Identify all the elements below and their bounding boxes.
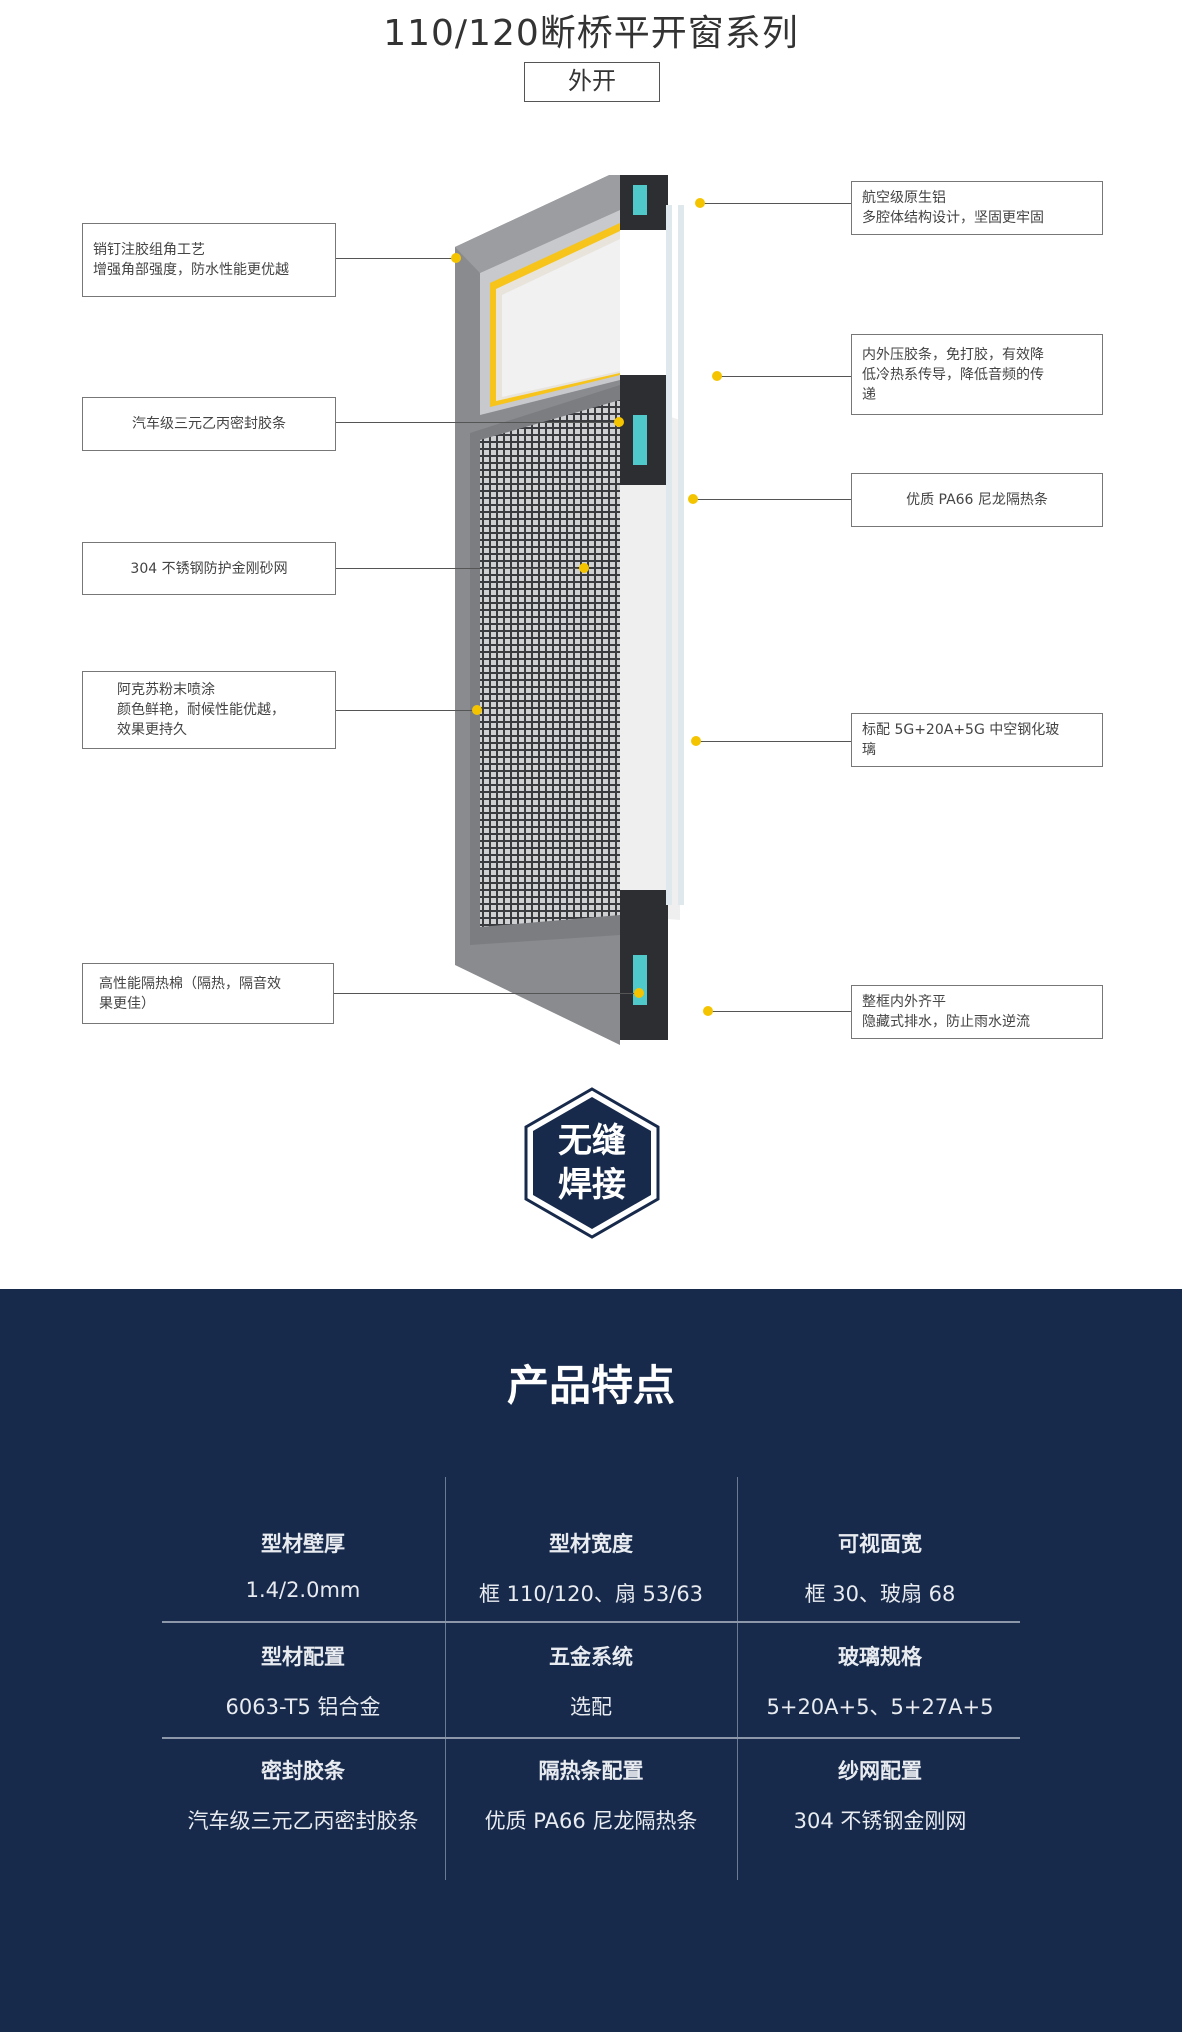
leader-line [336,422,619,424]
feature-value: 优质 PA66 尼龙隔热条 [484,1809,698,1833]
table-divider [445,1477,446,1880]
opening-type-label: 外开 [524,62,660,102]
marker-dot [579,563,589,573]
callout-text: 低冷热系传导，降低音频的传 [862,366,1044,383]
callout-insulation-cotton: 高性能隔热棉（隔热，隔音效果更佳） [82,963,334,1024]
feature-cell: 玻璃规格 5+20A+5、5+27A+5 [735,1641,1025,1721]
callout-text: 汽车级三元乙丙密封胶条 [132,416,286,432]
callout-text: 多腔体结构设计，坚固更牢固 [862,210,1044,226]
badge-text: 焊接 [558,1165,626,1205]
callout-epdm-seal: 汽车级三元乙丙密封胶条 [82,397,336,451]
feature-cell: 型材宽度框 110/120、扇 53/63 [446,1528,736,1608]
features-section [0,1289,1182,2032]
window-cross-section-illustration [455,175,684,1045]
leader-line [336,568,584,570]
callout-text: 果更佳） [99,995,155,1012]
marker-dot [614,417,624,427]
callout-text: 内外压胶条，免打胶，有效降 [862,346,1044,363]
table-divider [162,1621,1020,1623]
feature-label: 可视面宽 [838,1532,922,1556]
badge-text: 无缝 [558,1121,626,1161]
feature-cell: 纱网配置 304 不锈钢金刚网 [735,1755,1025,1835]
callout-text: 销钉注胶组角工艺 [93,242,205,258]
table-divider [162,1737,1020,1739]
callout-pressure-seal: 内外压胶条，免打胶，有效降低冷热系传导，降低音频的传递 [851,334,1103,415]
leader-line [696,741,851,743]
feature-label: 型材宽度 [549,1532,633,1556]
leader-line [334,993,639,995]
feature-label: 玻璃规格 [838,1645,922,1669]
callout-pa66-strip: 优质 PA66 尼龙隔热条 [851,473,1103,527]
marker-dot [712,371,722,381]
marker-dot [703,1006,713,1016]
callout-text: 整框内外齐平 [862,994,946,1010]
page-title: 110/120断桥平开窗系列 [383,13,799,54]
callout-text: 隐藏式排水，防止雨水逆流 [862,1014,1030,1030]
marker-dot [695,198,705,208]
callout-text: 阿克苏粉末喷涂 [117,682,215,698]
marker-dot [634,988,644,998]
callout-text: 璃 [862,742,876,758]
callout-glass: 标配 5G+20A+5G 中空钢化玻璃 [851,713,1103,767]
callout-steel-mesh: 304 不锈钢防护金刚砂网 [82,542,336,595]
leader-line [700,203,851,205]
callout-text: 递 [862,386,876,403]
leader-line [336,258,456,260]
seamless-welding-badge: 无缝焊接 [516,1087,668,1239]
marker-dot [472,705,482,715]
callout-text: 颜色鲜艳，耐候性能优越， [117,702,285,718]
feature-cell: 五金系统选配 [446,1641,736,1721]
callout-text: 304 不锈钢防护金刚砂网 [130,560,288,577]
callout-text: 效果更持久 [117,722,187,738]
callout-text: 标配 5G+20A+5G 中空钢化玻 [862,722,1060,738]
callout-corner-joint: 销钉注胶组角工艺增强角部强度，防水性能更优越 [82,223,336,297]
hexagon-icon [524,1087,660,1239]
marker-dot [688,494,698,504]
feature-cell: 型材壁厚 1.4/2.0mm [158,1528,448,1602]
callout-text: 高性能隔热棉（隔热，隔音效 [99,975,281,992]
feature-value: 框 110/120、扇 53/63 [478,1582,704,1606]
feature-label: 纱网配置 [838,1759,922,1783]
feature-value: 5+20A+5、5+27A+5 [766,1695,994,1719]
feature-value: 汽车级三元乙丙密封胶条 [187,1809,419,1833]
callout-text: 优质 PA66 尼龙隔热条 [906,492,1048,508]
feature-cell: 型材配置 6063-T5 铝合金 [158,1641,448,1721]
feature-label: 型材配置 [261,1645,345,1669]
leader-line [708,1011,851,1013]
callout-aluminum: 航空级原生铝多腔体结构设计，坚固更牢固 [851,181,1103,235]
feature-label: 密封胶条 [261,1759,345,1783]
feature-label: 五金系统 [549,1645,633,1669]
marker-dot [451,253,461,263]
feature-cell: 密封胶条汽车级三元乙丙密封胶条 [158,1755,448,1835]
feature-label: 隔热条配置 [538,1759,644,1783]
callout-text: 增强角部强度，防水性能更优越 [93,262,289,278]
feature-value: 选配 [570,1695,612,1719]
callout-text: 航空级原生铝 [862,190,946,206]
leader-line [717,376,851,378]
feature-cell: 隔热条配置优质 PA66 尼龙隔热条 [446,1755,736,1835]
leader-line [336,710,477,712]
table-divider [737,1477,738,1880]
callout-flush-frame: 整框内外齐平隐藏式排水，防止雨水逆流 [851,985,1103,1039]
feature-value: 框 30、玻扇 68 [804,1582,956,1606]
leader-line [693,499,851,501]
feature-cell: 可视面宽框 30、玻扇 68 [735,1528,1025,1608]
callout-powder-coating: 阿克苏粉末喷涂颜色鲜艳，耐候性能优越， 效果更持久 [82,671,336,749]
feature-value: 304 不锈钢金刚网 [793,1809,967,1833]
feature-value: 1.4/2.0mm [245,1578,361,1602]
feature-label: 型材壁厚 [261,1532,345,1556]
features-title: 产品特点 [506,1361,675,1410]
feature-value: 6063-T5 铝合金 [225,1695,381,1719]
marker-dot [691,736,701,746]
